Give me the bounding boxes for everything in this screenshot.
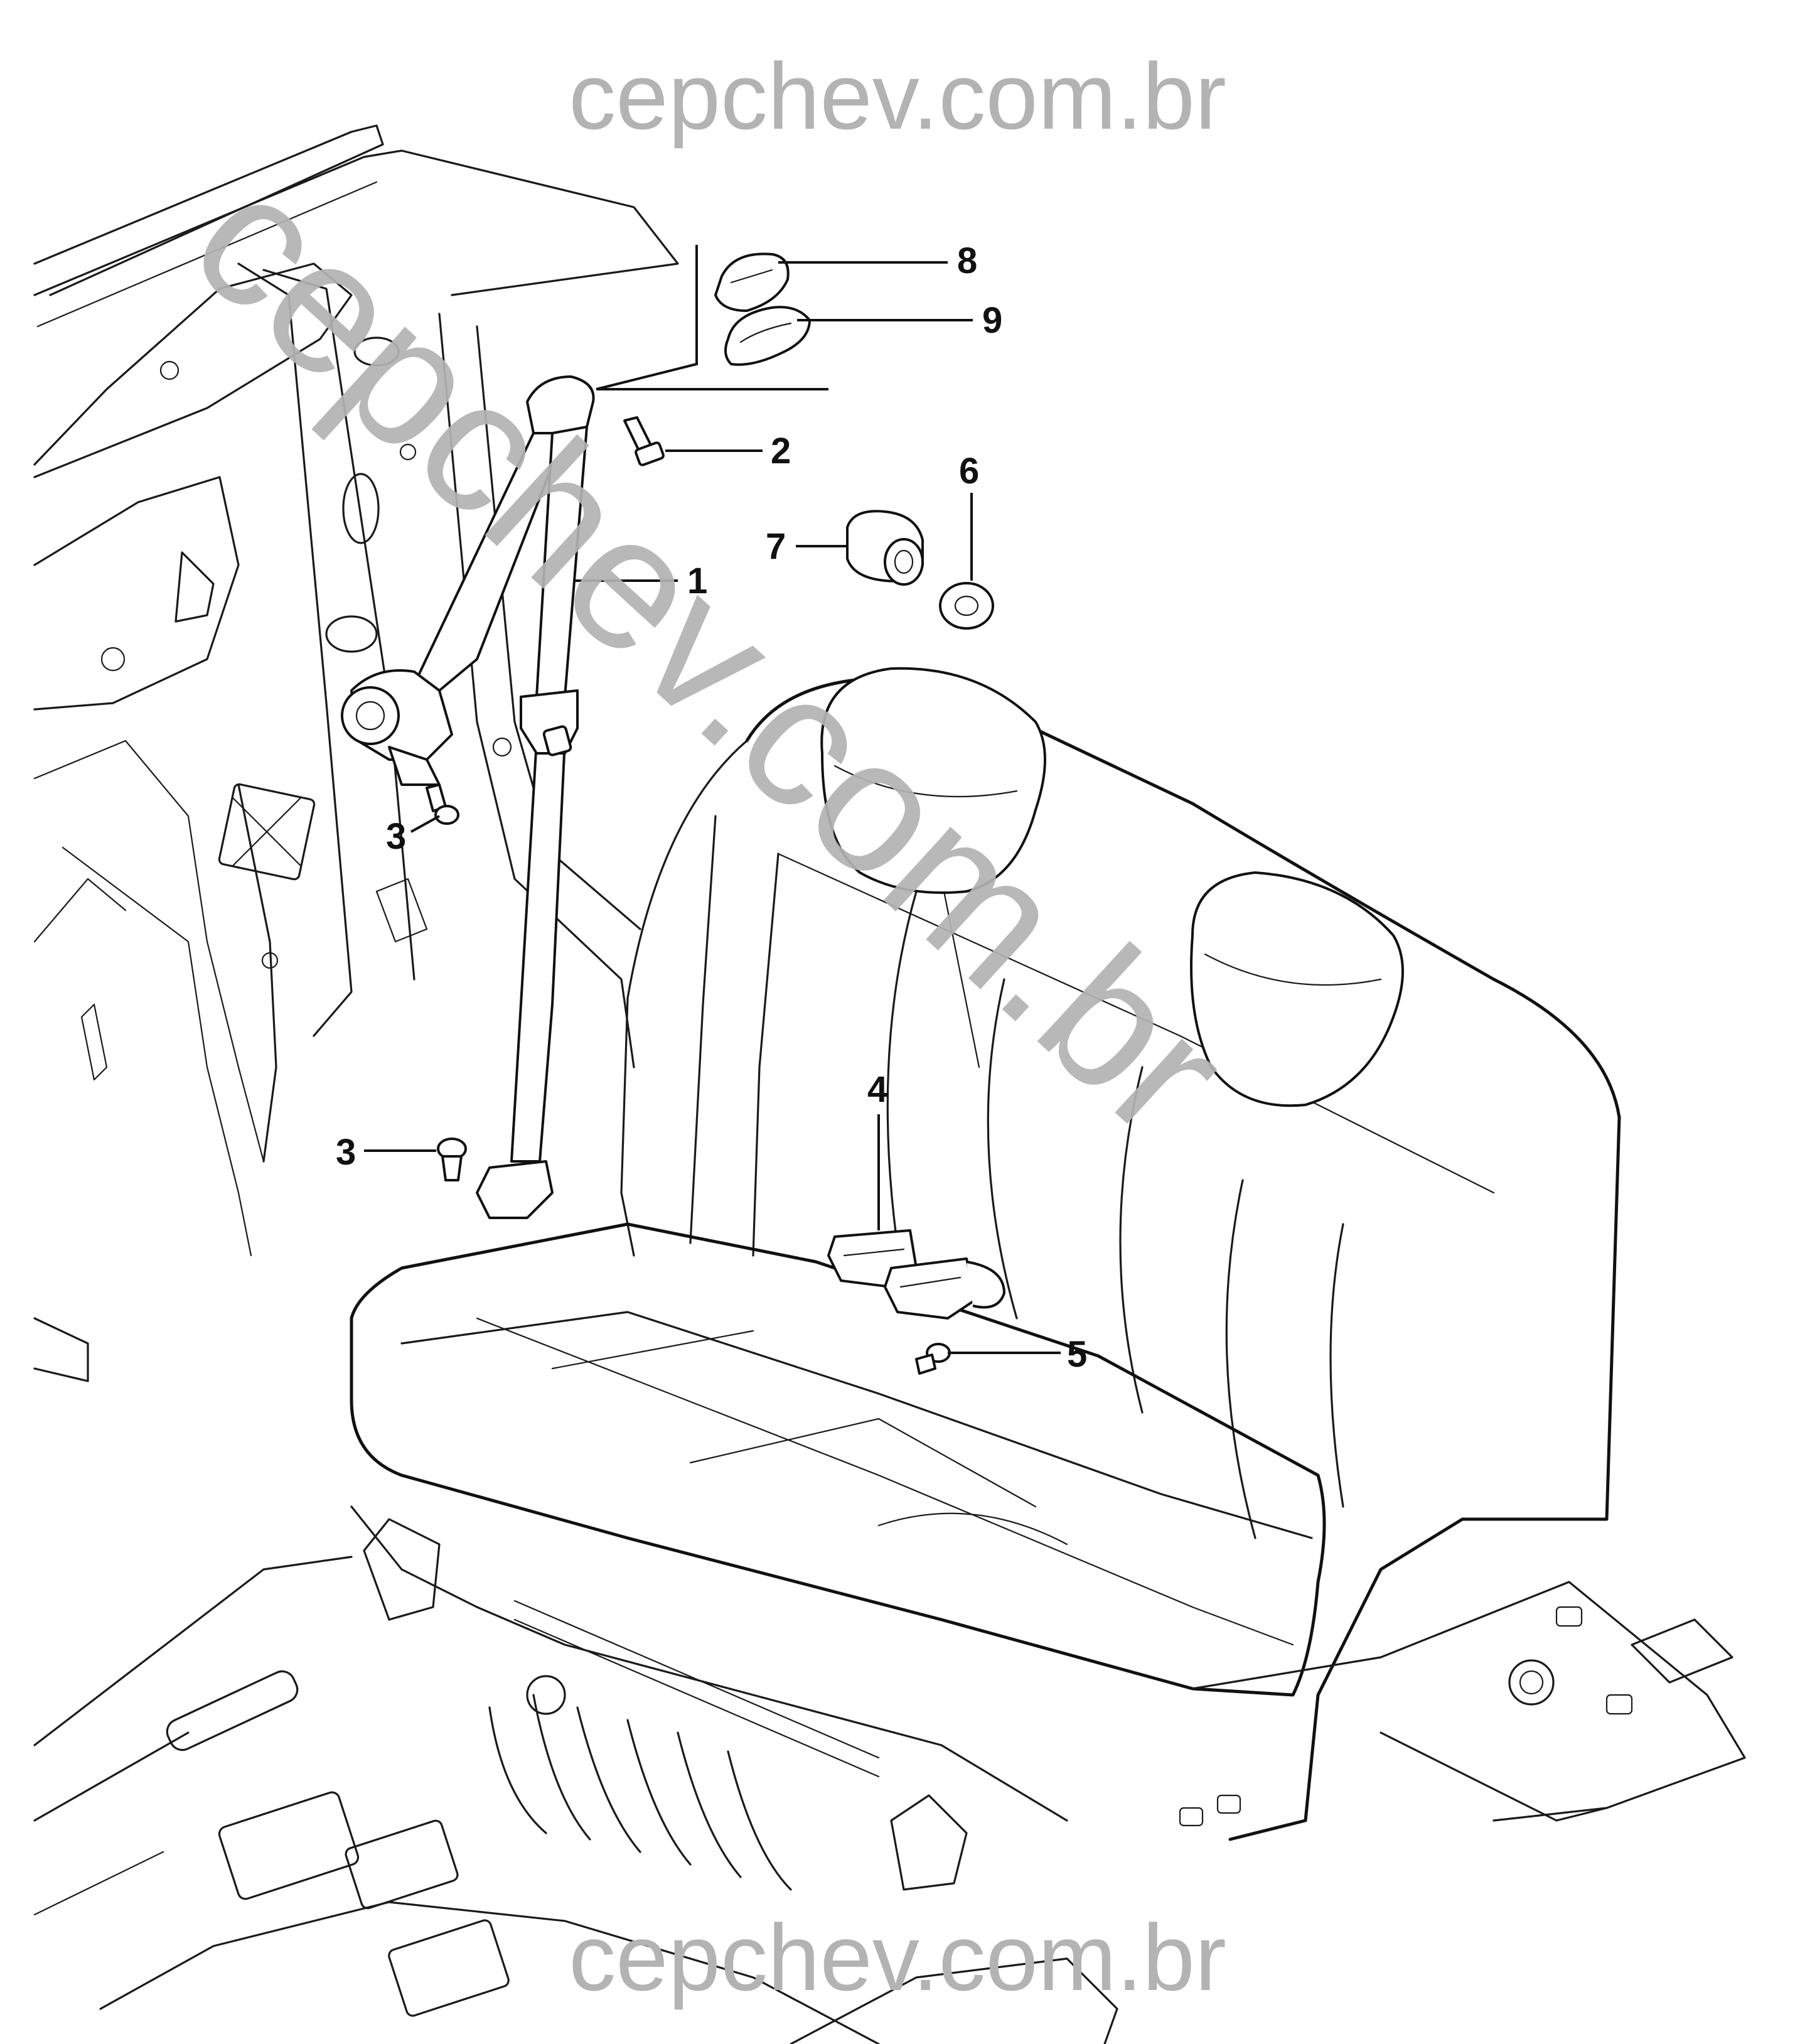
callout-4: 4 xyxy=(867,1069,887,1230)
callout-label-3a: 3 xyxy=(386,816,406,857)
watermark-top: cepchev.com.br xyxy=(569,43,1226,149)
part-3-bolt-upper xyxy=(426,783,459,825)
callout-3a: 3 xyxy=(386,815,440,857)
part-8-cap xyxy=(714,252,790,312)
callout-9: 9 xyxy=(797,300,1002,341)
floor-pan xyxy=(33,1505,1746,2044)
watermark-bottom: cepchev.com.br xyxy=(569,1905,1226,2010)
callout-8: 8 xyxy=(778,240,977,281)
callout-label-9: 9 xyxy=(982,300,1002,341)
callout-label-7: 7 xyxy=(766,526,786,567)
callout-5: 5 xyxy=(948,1334,1087,1375)
rear-seat xyxy=(350,667,1621,1841)
callout-6: 6 xyxy=(959,451,979,581)
part-9-bezel xyxy=(724,306,811,366)
callout-label-1: 1 xyxy=(687,561,707,601)
callout-label-3b: 3 xyxy=(336,1132,356,1173)
part-2-bolt xyxy=(623,416,665,466)
seat-belt-assembly xyxy=(341,245,828,1219)
callout-label-8: 8 xyxy=(957,240,977,281)
part-4-buckle xyxy=(827,1229,1005,1320)
callout-label-5: 5 xyxy=(1067,1334,1087,1375)
callout-3b: 3 xyxy=(336,1132,436,1173)
body-side-panel xyxy=(33,124,679,1382)
callout-label-6: 6 xyxy=(959,451,979,492)
part-6-washer xyxy=(939,582,994,630)
callout-2: 2 xyxy=(665,431,791,471)
callout-1: 1 xyxy=(574,561,707,601)
part-5-bolt xyxy=(915,1343,951,1375)
part-3-bolt-lower xyxy=(437,1138,467,1181)
callout-7: 7 xyxy=(766,526,847,567)
callout-label-4: 4 xyxy=(867,1069,887,1110)
part-7-bushing xyxy=(846,510,924,586)
callout-label-2: 2 xyxy=(771,431,791,471)
